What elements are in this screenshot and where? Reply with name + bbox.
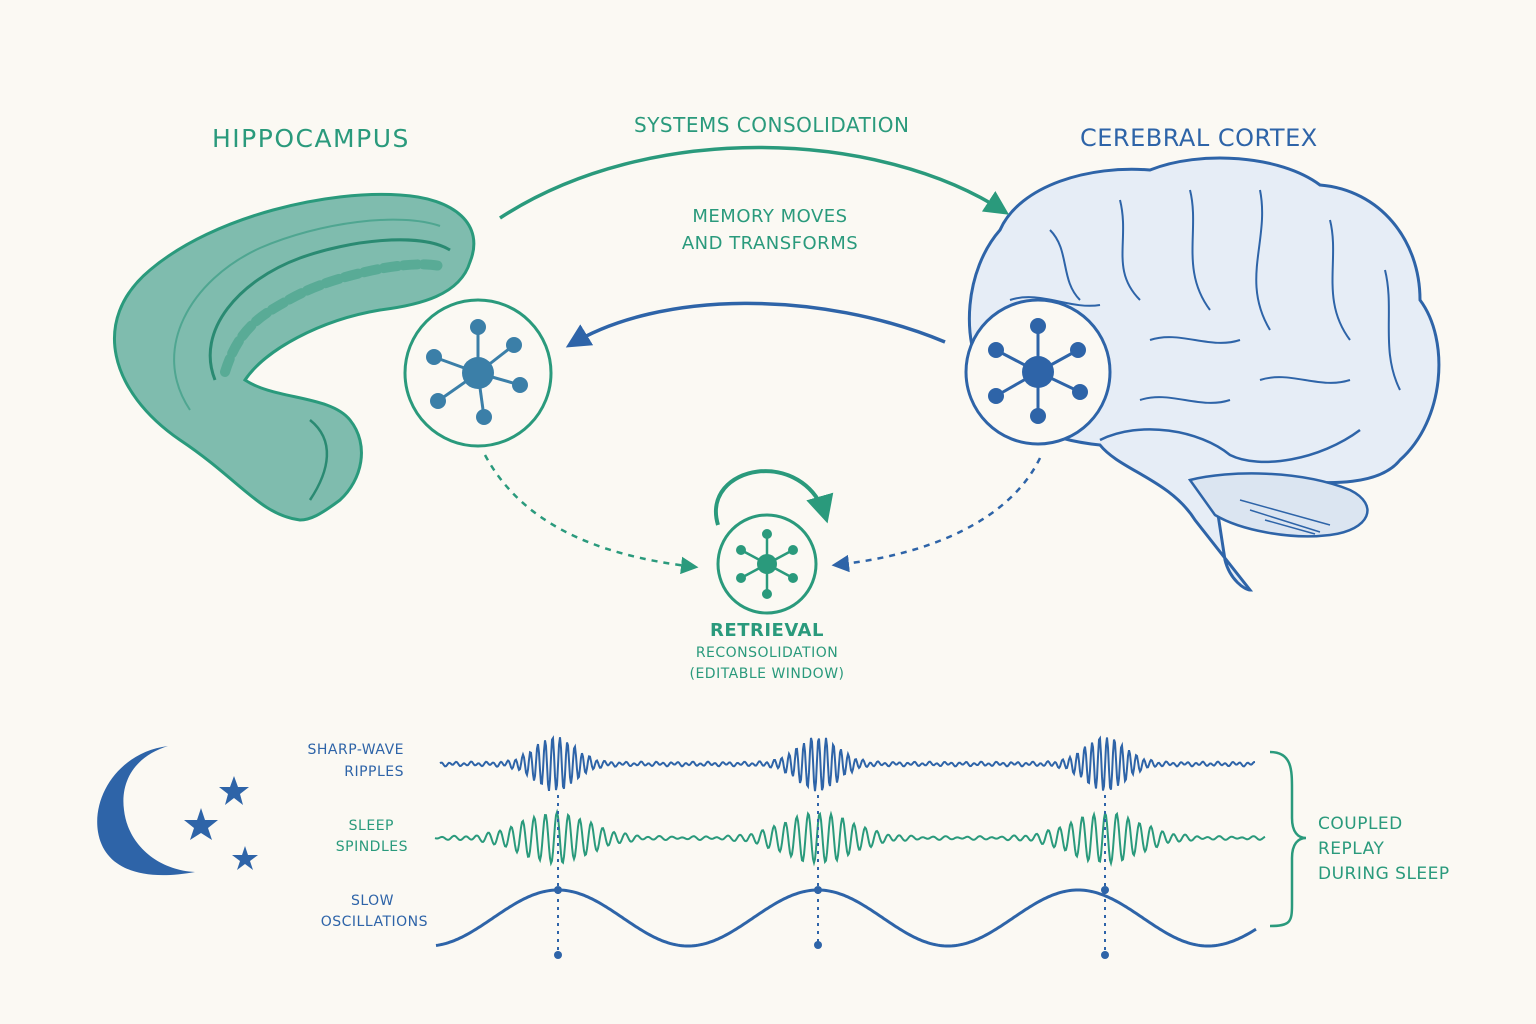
cortex-label: CEREBRAL CORTEX <box>1080 124 1318 152</box>
network-node-icon-retrieval <box>716 513 818 615</box>
memory-moves-label-line2: AND TRANSFORMS <box>681 233 859 254</box>
slow-label-line2: OSCILLATIONS <box>320 914 428 930</box>
ripples-label-line2: RIPPLES <box>344 764 404 780</box>
spindles-label-line1: SLEEP <box>348 818 394 834</box>
systems-consolidation-arrow <box>499 145 1010 220</box>
memory-moves-label-line1: MEMORY MOVES <box>692 206 848 227</box>
coupled-replay-label-line3: DURING SLEEP <box>1318 864 1450 884</box>
star-icon <box>184 808 218 840</box>
cortex-to-hippocampus-arrow <box>565 301 946 348</box>
ripples-label-line1: SHARP-WAVE <box>307 742 404 758</box>
coupled-replay-bracket <box>1269 750 1307 928</box>
cortex-to-retrieval-arrow <box>831 457 1042 573</box>
coupling-markers <box>557 795 1106 955</box>
star-icon <box>219 776 249 805</box>
hippocampus-illustration <box>113 192 476 522</box>
systems-consolidation-label: SYSTEMS CONSOLIDATION <box>634 113 910 137</box>
star-icon <box>232 846 258 870</box>
sleep-spindles-trace <box>434 808 1266 868</box>
slow-oscillations-trace <box>435 888 1257 948</box>
coupled-replay-label-line1: COUPLED <box>1318 814 1403 834</box>
sharp-wave-ripples-trace <box>439 735 1256 792</box>
hippocampus-to-retrieval-arrow <box>483 454 699 575</box>
coupled-replay-label-line2: REPLAY <box>1318 839 1385 859</box>
crescent-moon-icon <box>97 746 195 876</box>
network-node-icon-cortex <box>964 298 1112 446</box>
network-node-icon-hippocampus <box>403 298 553 448</box>
hippocampus-label: HIPPOCAMPUS <box>212 124 410 153</box>
coupling-dots <box>554 886 1109 959</box>
spindles-label-line2: SPINDLES <box>335 839 408 855</box>
slow-label-line1: SLOW <box>350 893 394 909</box>
reconsolidation-label: RECONSOLIDATION <box>695 645 839 661</box>
reconsolidation-loop-arrow <box>714 469 834 526</box>
retrieval-label: RETRIEVAL <box>710 620 824 641</box>
editable-window-label: (EDITABLE WINDOW) <box>689 666 845 682</box>
